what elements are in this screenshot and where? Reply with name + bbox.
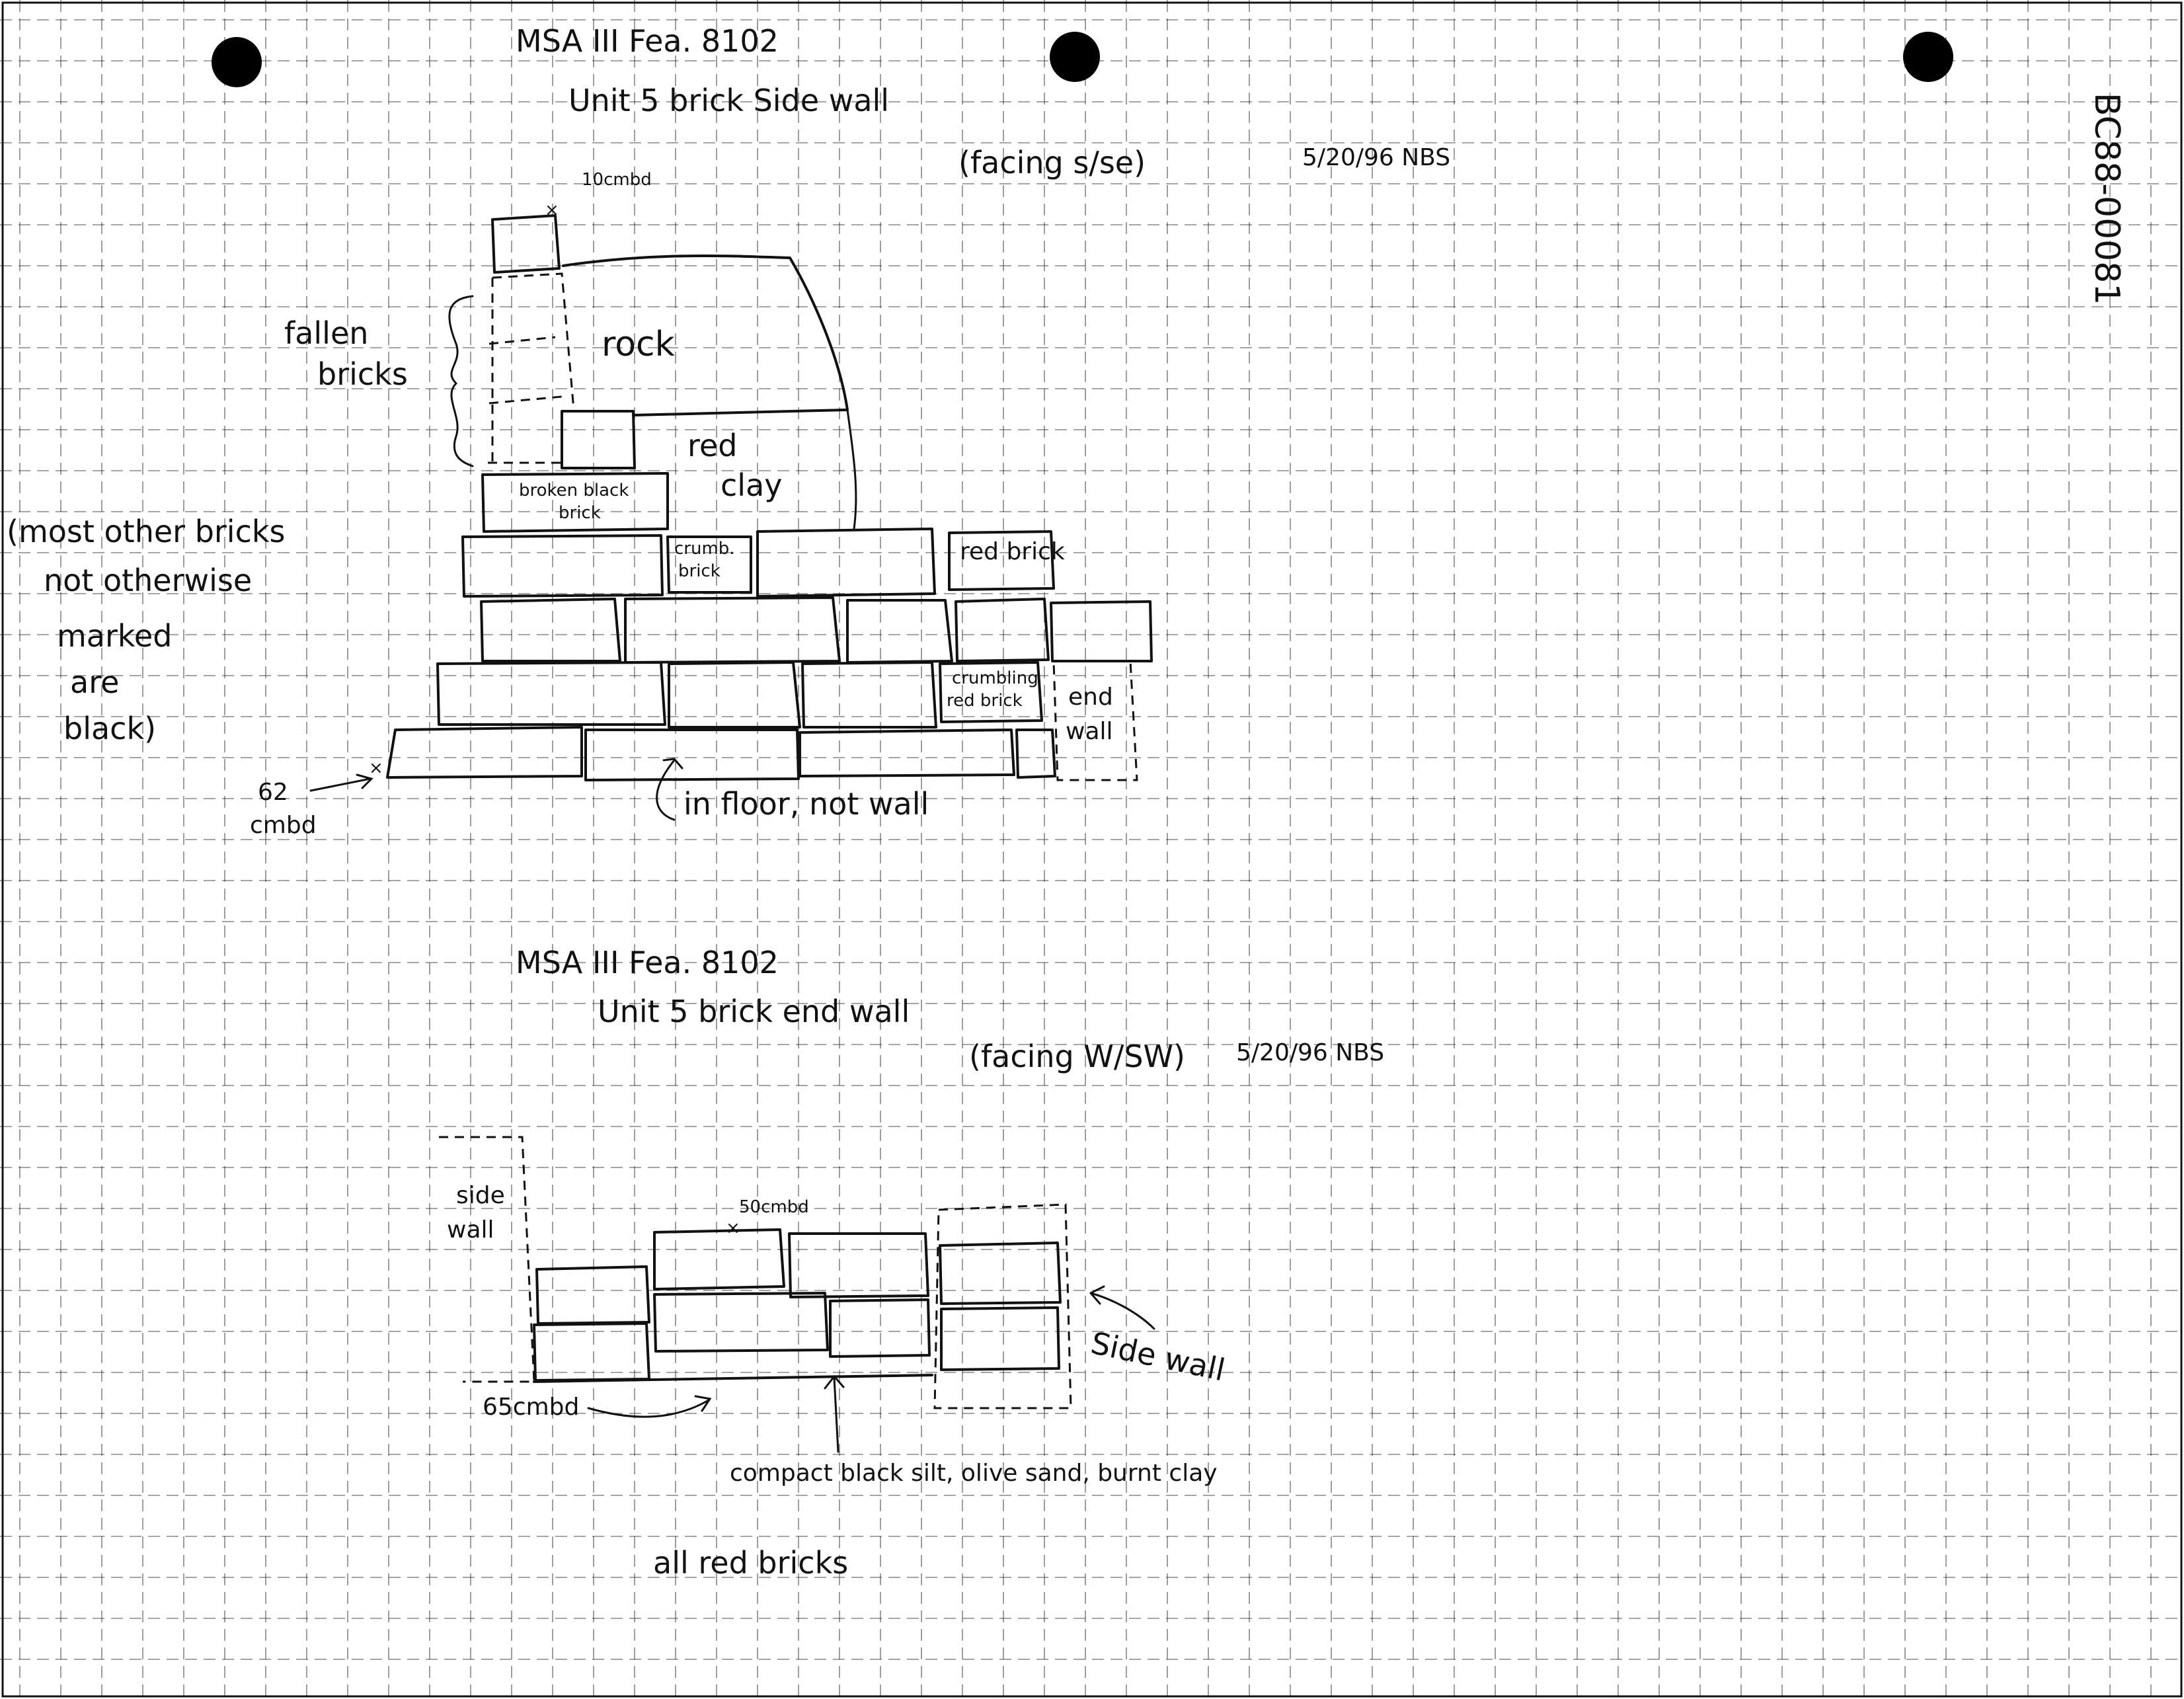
binder-hole-right: [1903, 32, 1953, 82]
note-all-red-bricks: all red bricks: [653, 1545, 848, 1581]
side-wall-title-line1: MSA III Fea. 8102: [516, 23, 779, 59]
note-most-bricks: (most other bricks not otherwise marked …: [7, 514, 295, 746]
label-side-wall-right: Side wall: [1088, 1325, 1228, 1388]
label-rock: rock: [602, 325, 675, 364]
binder-hole-center: [1050, 32, 1100, 82]
end-wall-datum-mark: ×: [726, 1218, 740, 1238]
end-wall-title-line1: MSA III Fea. 8102: [516, 945, 779, 980]
side-wall-facing: (facing s/se): [958, 145, 1146, 180]
end-wall-sketch: MSA III Fea. 8102 Unit 5 brick end wall …: [439, 945, 1384, 1581]
end-wall-facing: (facing W/SW): [969, 1039, 1185, 1074]
end-wall-datum-base: 65cmbd: [483, 1394, 579, 1421]
accession-number: BC88-00081: [2087, 93, 2126, 305]
datum-base-x-mark: ×: [369, 758, 383, 778]
side-wall-title-line2: Unit 5 brick Side wall: [568, 83, 889, 118]
side-wall-date: 5/20/96 NBS: [1302, 144, 1450, 171]
label-red-brick: red brick: [960, 538, 1065, 565]
end-wall-title-line2: Unit 5 brick end wall: [598, 994, 910, 1029]
end-wall-datum-top: 50cmbd: [739, 1197, 809, 1217]
binder-hole-left: [212, 37, 262, 87]
note-compact-soil: compact black silt, olive sand, burnt cl…: [730, 1460, 1218, 1487]
side-wall-sketch: MSA III Fea. 8102 Unit 5 brick Side wall…: [7, 23, 1450, 839]
end-wall-date: 5/20/96 NBS: [1236, 1039, 1384, 1066]
label-crumb-brick: crumb.brick: [674, 539, 735, 581]
note-in-floor: in floor, not wall: [683, 786, 929, 822]
side-wall-datum-top: 10cmbd: [582, 170, 652, 190]
